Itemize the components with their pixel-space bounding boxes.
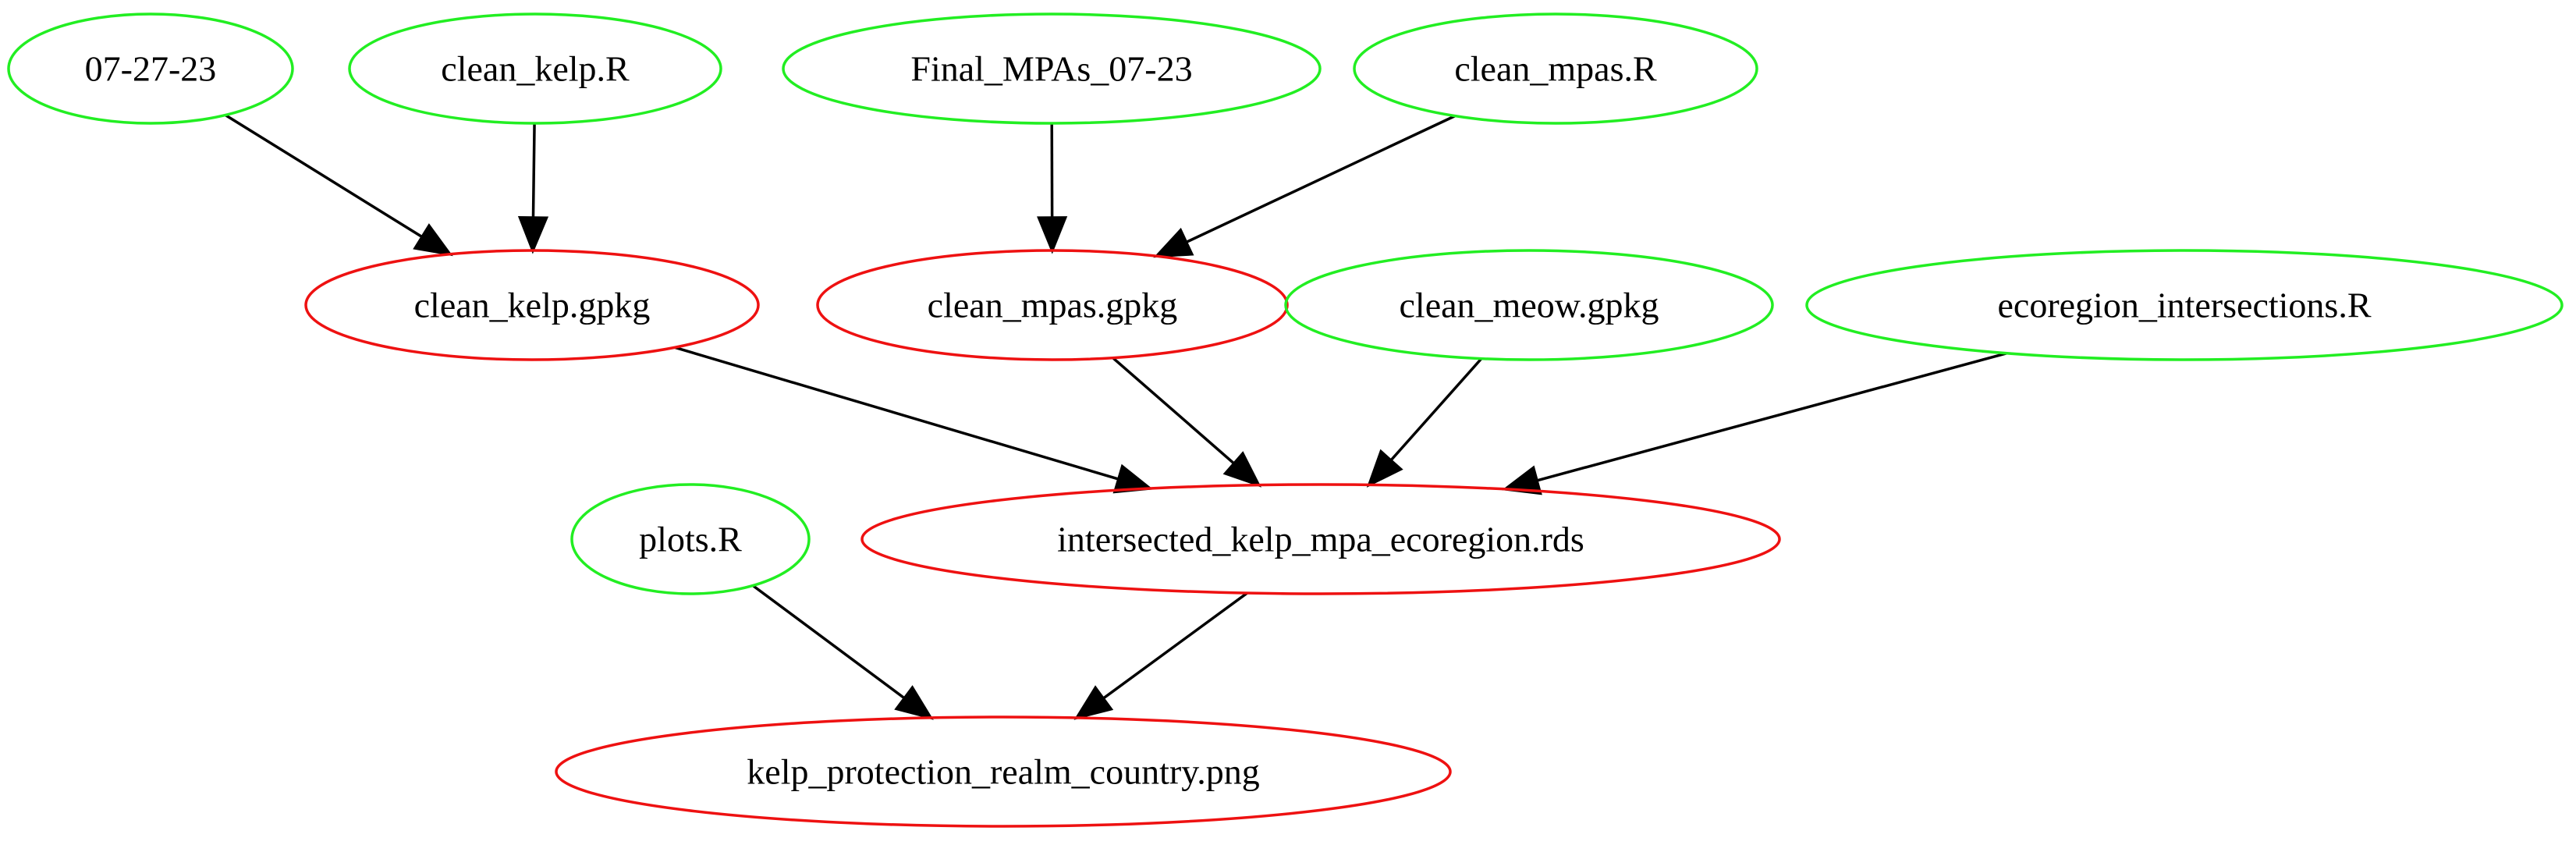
node-label: clean_kelp.gpkg	[414, 286, 651, 325]
node-label: clean_meow.gpkg	[1400, 286, 1659, 325]
arrowhead	[1073, 685, 1114, 720]
node-clean-kelp-gpkg: clean_kelp.gpkg	[304, 249, 760, 361]
node-ecoregion-intersections-r: ecoregion_intersections.R	[1805, 249, 2564, 361]
node-label: ecoregion_intersections.R	[1997, 286, 2371, 325]
node-ellipse	[304, 249, 760, 361]
node-label: clean_mpas.gpkg	[928, 286, 1178, 325]
edge-ncleanmpasgpkg-to-nintersected	[1112, 357, 1261, 488]
edge-necoregionR-to-nintersected	[1501, 352, 2007, 495]
arrowhead	[1153, 227, 1194, 258]
edge-n0727-to-ncleankelpgpkg	[225, 113, 453, 257]
node-ellipse	[555, 715, 1452, 828]
node-ellipse	[1805, 249, 2564, 361]
node-clean-kelp-r: clean_kelp.R	[348, 12, 722, 125]
edge-line	[1185, 115, 1456, 243]
node-label: intersected_kelp_mpa_ecoregion.rds	[1057, 520, 1584, 559]
node-ellipse	[860, 483, 1781, 595]
edge-line	[1536, 352, 2007, 482]
edge-nintersected-to-nkelpprotection	[1073, 591, 1248, 720]
node-label: plots.R	[639, 520, 742, 559]
edge-line	[1112, 357, 1235, 465]
node-plots-r: plots.R	[570, 483, 811, 595]
node-final-mpas-07-23: Final_MPAs_07-23	[782, 12, 1322, 125]
node-ellipse	[1353, 12, 1758, 125]
edge-nfinalmpas-to-ncleanmpasgpkg	[1037, 122, 1068, 254]
node-clean-meow-gpkg: clean_meow.gpkg	[1284, 249, 1774, 361]
node-07-27-23: 07-27-23	[7, 12, 294, 125]
node-label: Final_MPAs_07-23	[910, 49, 1192, 89]
edges-layer	[225, 113, 2007, 720]
node-label: clean_mpas.R	[1454, 49, 1657, 89]
node-label: kelp_protection_realm_country.png	[747, 752, 1259, 792]
arrowhead	[894, 685, 934, 720]
node-clean-mpas-r: clean_mpas.R	[1353, 12, 1758, 125]
arrowhead	[1222, 451, 1261, 488]
edge-nplotsR-to-nkelpprotection	[752, 584, 934, 720]
node-clean-mpas-gpkg: clean_mpas.gpkg	[816, 249, 1289, 361]
edge-ncleankelpR-to-ncleankelpgpkg	[517, 122, 549, 254]
arrowhead	[517, 215, 549, 254]
arrowhead	[1366, 449, 1403, 488]
node-ellipse	[570, 483, 811, 595]
edge-line	[531, 122, 536, 218]
node-label: clean_kelp.R	[441, 49, 630, 89]
arrowhead	[413, 223, 453, 257]
edge-line	[752, 584, 906, 700]
edge-line	[1102, 591, 1248, 700]
edge-line	[674, 346, 1119, 481]
edge-line	[225, 113, 423, 239]
edge-ncleanmeow-to-nintersected	[1366, 357, 1483, 488]
node-ellipse	[7, 12, 294, 125]
node-ellipse	[816, 249, 1289, 361]
node-ellipse	[348, 12, 722, 125]
node-label: 07-27-23	[85, 49, 217, 89]
arrowhead	[1037, 216, 1068, 254]
node-kelp-protection-realm-country-png: kelp_protection_realm_country.png	[555, 715, 1452, 828]
edge-line	[1389, 357, 1483, 462]
node-ellipse	[782, 12, 1322, 125]
node-intersected-kelp-mpa-ecoregion-rds: intersected_kelp_mpa_ecoregion.rds	[860, 483, 1781, 595]
edge-ncleanmpasR-to-ncleanmpasgpkg	[1153, 115, 1456, 258]
node-ellipse	[1284, 249, 1774, 361]
edge-ncleankelpgpkg-to-nintersected	[674, 346, 1154, 494]
